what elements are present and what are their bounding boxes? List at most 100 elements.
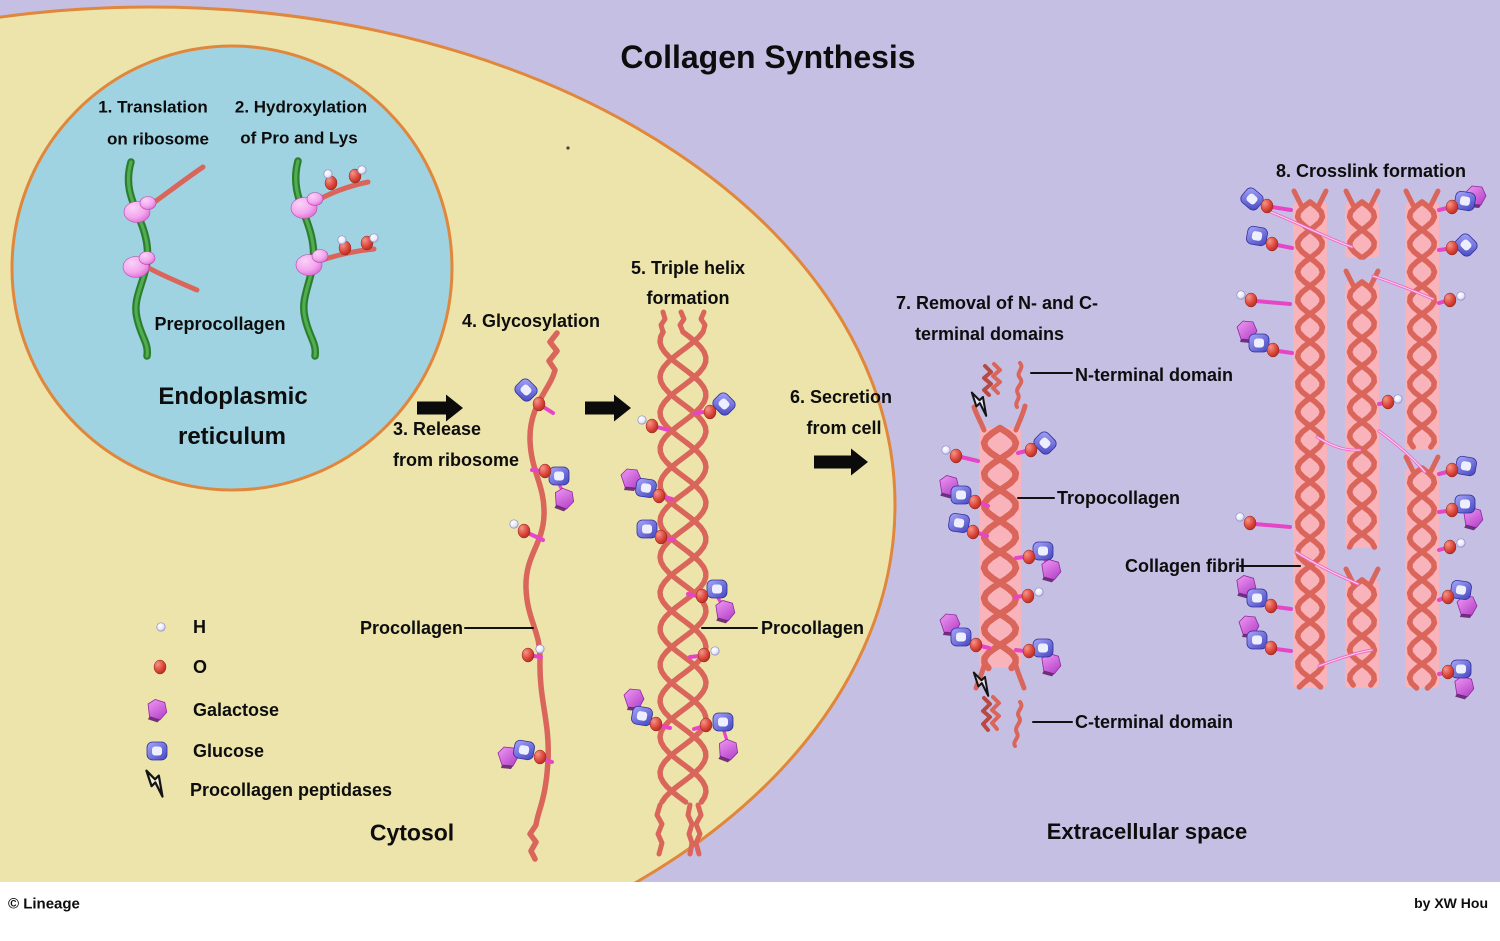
glycosyl-stalk	[1014, 555, 1026, 560]
hydrogen-atom	[1235, 512, 1245, 522]
oxygen-atom	[1266, 342, 1280, 358]
helix-strand-end	[658, 309, 668, 335]
sugar-group	[1437, 494, 1484, 531]
glucose-icon	[1248, 333, 1270, 353]
glycosyl-stalk	[688, 654, 701, 659]
glycosyl-stalk	[1274, 647, 1293, 653]
glucose-icon	[948, 513, 970, 533]
step-3-label-line2: from ribosome	[393, 450, 520, 470]
oxygen-atom	[968, 494, 982, 510]
glucose-icon	[712, 392, 736, 416]
sugar-group	[948, 513, 989, 540]
step-1-label-line1: 1. Translation	[98, 97, 208, 117]
glycosyl-stalk	[692, 725, 703, 731]
hydrogen-atom	[357, 165, 367, 175]
fibril-helix-segment	[1405, 465, 1439, 691]
oxygen-atom	[533, 749, 547, 765]
oxygen-atom	[153, 659, 167, 675]
label-lines	[464, 372, 1301, 723]
sugar-group	[939, 475, 990, 510]
hydrogen-atom	[1456, 538, 1466, 548]
step-6-label-line2: from cell	[806, 418, 882, 438]
helix-strand-end	[1403, 188, 1416, 208]
glucose-icon	[1450, 659, 1472, 679]
legend-h-label: H	[193, 617, 206, 637]
glycosyl-stalk	[1275, 243, 1294, 250]
sugar-group	[1238, 615, 1293, 656]
galactose-icon	[1456, 595, 1478, 618]
step-3-label-line1: 3. Release	[393, 419, 482, 439]
step-7-label-line1: 7. Removal of N- and C-	[896, 293, 1099, 313]
glucose-icon	[1246, 630, 1268, 650]
sugar-group	[1014, 638, 1062, 677]
helix-strand-end	[698, 309, 708, 335]
glucose-icon	[636, 519, 658, 539]
hydrogen-atom	[1393, 394, 1403, 404]
preprocollagen-label: Preprocollagen	[154, 314, 286, 334]
secretion-arrow	[814, 448, 868, 476]
sugar-group	[360, 233, 379, 251]
glucose-icon	[1455, 455, 1477, 477]
oxygen-atom	[1021, 588, 1035, 604]
tropocollagen-group	[939, 361, 1062, 748]
sugar-group	[1236, 320, 1294, 358]
sugar-group	[1437, 659, 1475, 700]
glucose-icon	[514, 378, 538, 402]
procollagen-strand-single	[497, 330, 575, 862]
sugar-group	[623, 688, 672, 732]
sugar-group	[521, 644, 545, 663]
hydrogen-atom	[323, 169, 333, 179]
oxygen-atom	[1445, 502, 1459, 518]
sugar-group	[530, 463, 575, 512]
oxygen-atom	[652, 488, 666, 504]
fibril-helix-segment	[1293, 199, 1327, 690]
oxygen-atom	[1244, 292, 1258, 308]
glucose-icon	[706, 579, 728, 599]
galactose-icon	[147, 698, 168, 723]
fibril-helix-segment	[1345, 577, 1379, 688]
hydrogen-atom	[710, 646, 720, 656]
oxygen-atom	[1022, 643, 1036, 659]
glucose-icon	[1240, 187, 1264, 211]
oxygen-atom	[1443, 292, 1457, 308]
sugar-group	[1235, 512, 1292, 531]
glucose-icon	[1454, 190, 1476, 212]
crosslink-highlight	[1372, 275, 1434, 300]
arrow-step3	[417, 394, 463, 422]
oxygen-atom	[949, 448, 963, 464]
sugar-group	[1016, 431, 1057, 458]
flow-arrows	[417, 394, 868, 476]
ribosome	[306, 192, 324, 206]
sugar-group	[636, 519, 676, 545]
oxygen-atom	[1024, 442, 1038, 458]
oxygen-atom	[699, 717, 713, 733]
sugar-group	[1377, 394, 1403, 410]
tropocollagen-label: Tropocollagen	[1057, 488, 1181, 508]
sugar-group	[1236, 290, 1292, 308]
crosslink-highlight	[1316, 436, 1361, 451]
glycosyl-stalk	[1274, 605, 1293, 611]
glycosyl-stalk	[1437, 247, 1449, 252]
ribosome	[139, 196, 157, 210]
sugar-group	[620, 468, 674, 504]
author-text: by XW Hou	[1414, 895, 1488, 911]
glycosyl-stalk	[1253, 522, 1292, 529]
er-contents	[122, 157, 379, 360]
sugar-group	[1437, 580, 1478, 618]
legend-glucose-label: Glucose	[193, 741, 265, 761]
crosslink-highlight	[1378, 430, 1426, 473]
sugar-group	[692, 712, 739, 763]
glycosyl-stalk	[1254, 299, 1292, 306]
cytosol-label: Cytosol	[369, 819, 455, 846]
glucose-icon	[1454, 233, 1478, 257]
n-terminal-label: N-terminal domain	[1075, 365, 1234, 385]
helix-strand-end	[1368, 188, 1381, 208]
crosslink-highlight	[1318, 649, 1373, 667]
oxygen-atom	[1381, 394, 1395, 410]
hydrogen-atom	[509, 519, 519, 529]
ribosome	[311, 249, 329, 263]
helix-strand-end	[1368, 566, 1381, 586]
er-label-line2: reticulum	[177, 423, 287, 450]
galactose-icon	[715, 600, 736, 624]
